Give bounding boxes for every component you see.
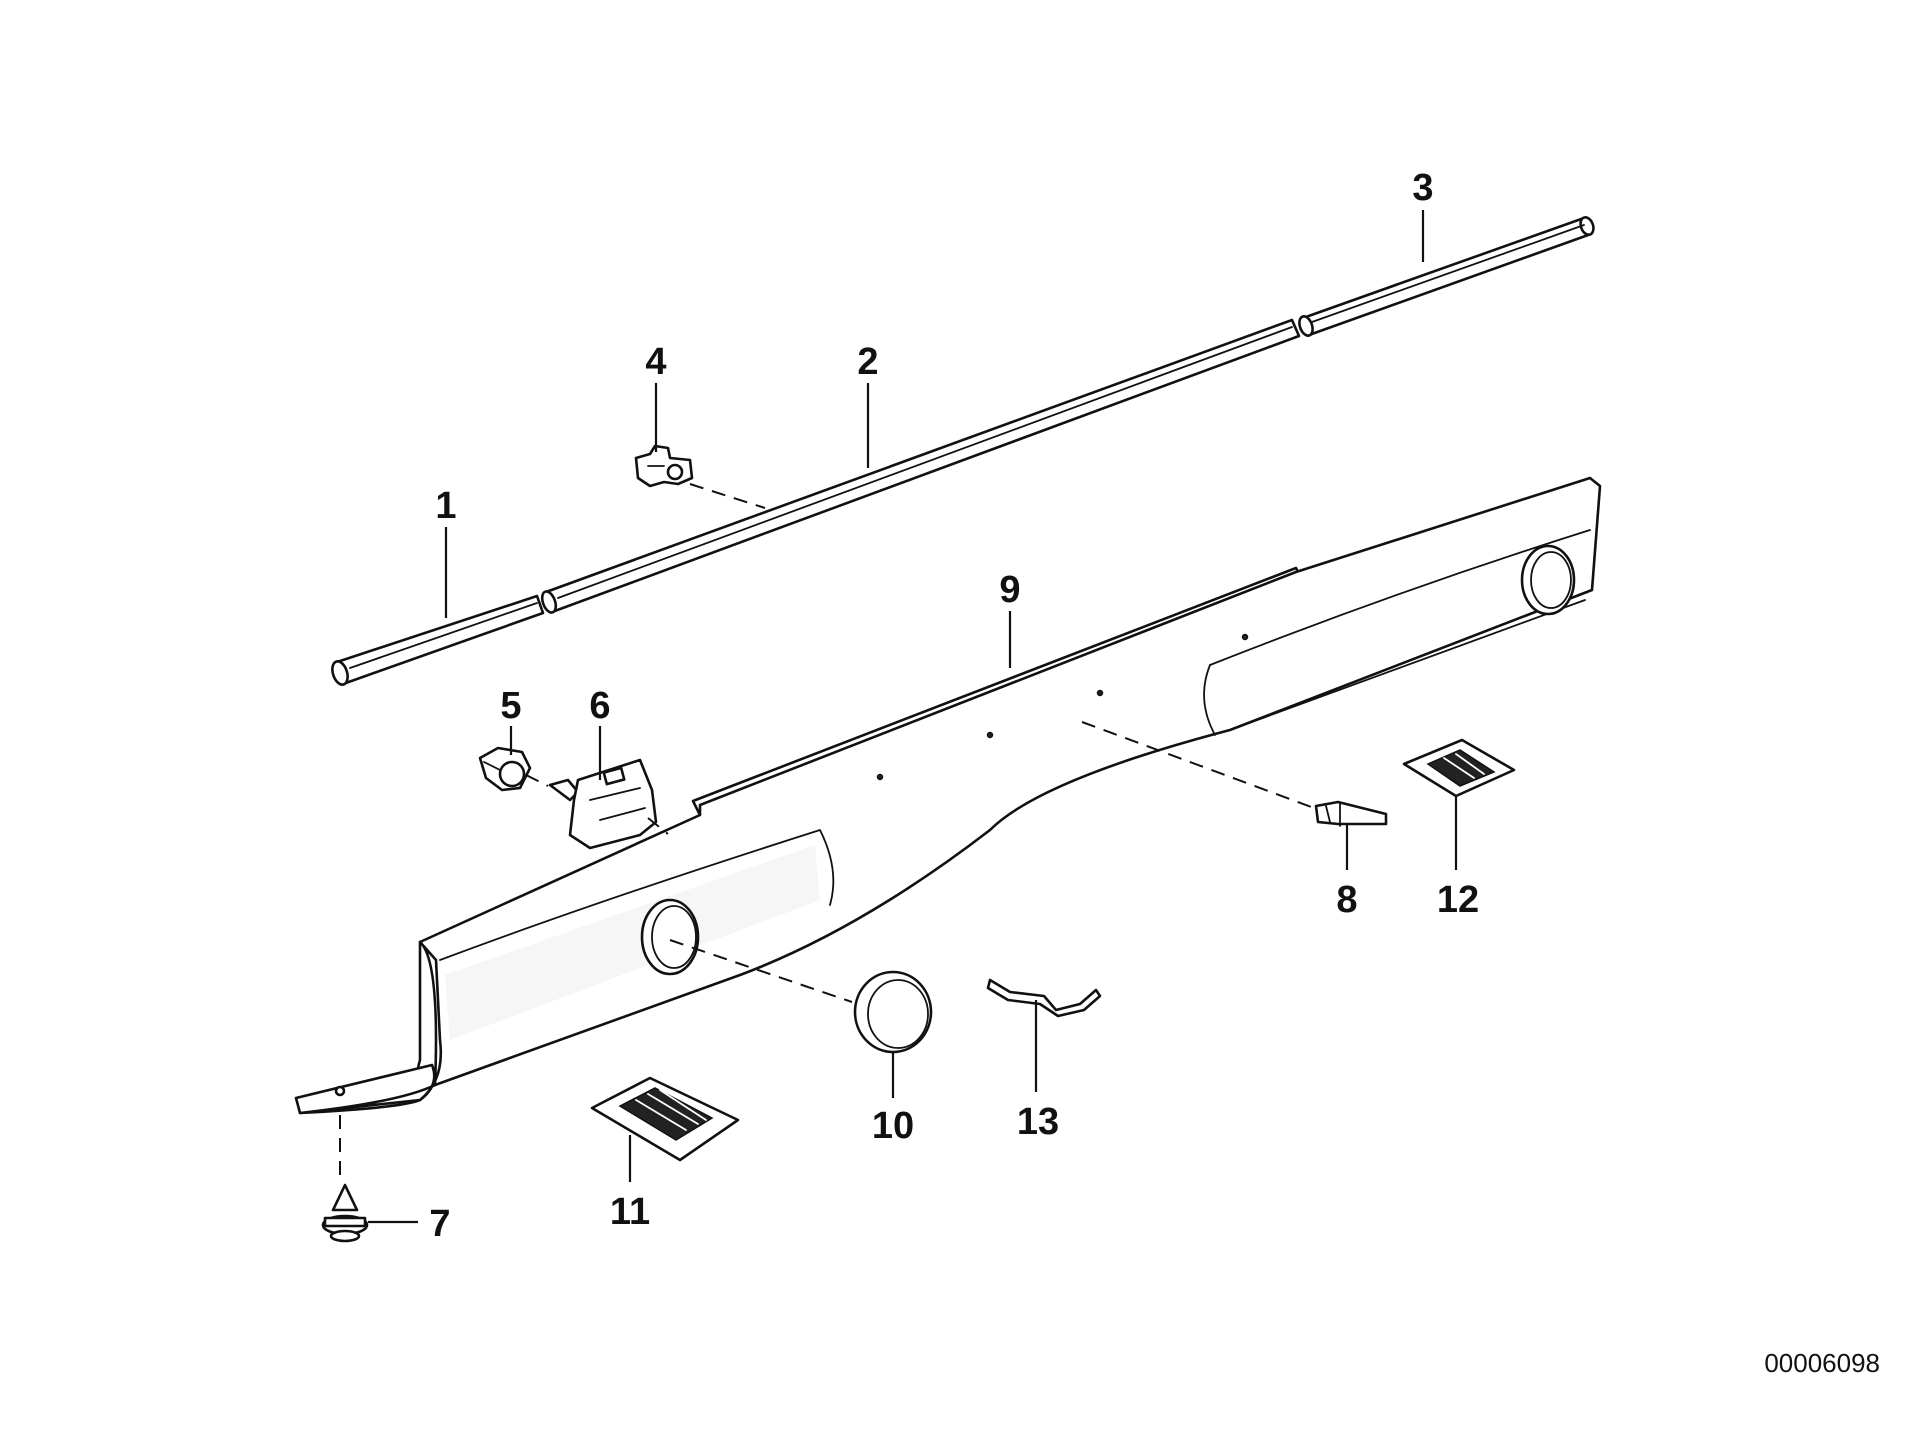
bracket-clip-part-6 [548, 758, 658, 850]
callout-2: 2 [857, 341, 878, 383]
callout-7: 7 [429, 1203, 450, 1245]
grille-cover-part-11 [590, 1076, 740, 1162]
callout-6: 6 [589, 685, 610, 727]
document-number: 00006098 [1764, 1348, 1880, 1378]
callout-4: 4 [645, 341, 666, 383]
callout-labels: 1 2 3 4 5 6 7 8 9 10 11 12 13 [429, 167, 1479, 1245]
callout-1: 1 [435, 485, 456, 527]
leader-lines [368, 210, 1458, 1224]
callout-5: 5 [500, 685, 521, 727]
push-clip-part-5 [478, 746, 532, 792]
trim-strip-middle [540, 318, 1301, 614]
callout-10: 10 [872, 1105, 914, 1147]
push-rivet-part-7 [321, 1183, 369, 1243]
grille-cover-part-12 [1402, 738, 1516, 798]
sill-panel [294, 476, 1602, 1115]
callout-11: 11 [610, 1191, 650, 1233]
callout-3: 3 [1412, 167, 1433, 209]
callout-13: 13 [1017, 1101, 1059, 1143]
callout-12: 12 [1437, 879, 1479, 921]
round-cap-part-10 [853, 970, 933, 1054]
assembly-lines [339, 483, 1315, 1180]
spring-clip-part-13 [986, 978, 1102, 1018]
callout-8: 8 [1336, 879, 1357, 921]
clip-part-4 [634, 444, 694, 488]
rivet-part-8 [1314, 800, 1388, 827]
callout-9: 9 [999, 569, 1020, 611]
trim-strip-front [331, 594, 545, 686]
trim-strip-rear [1298, 215, 1595, 337]
